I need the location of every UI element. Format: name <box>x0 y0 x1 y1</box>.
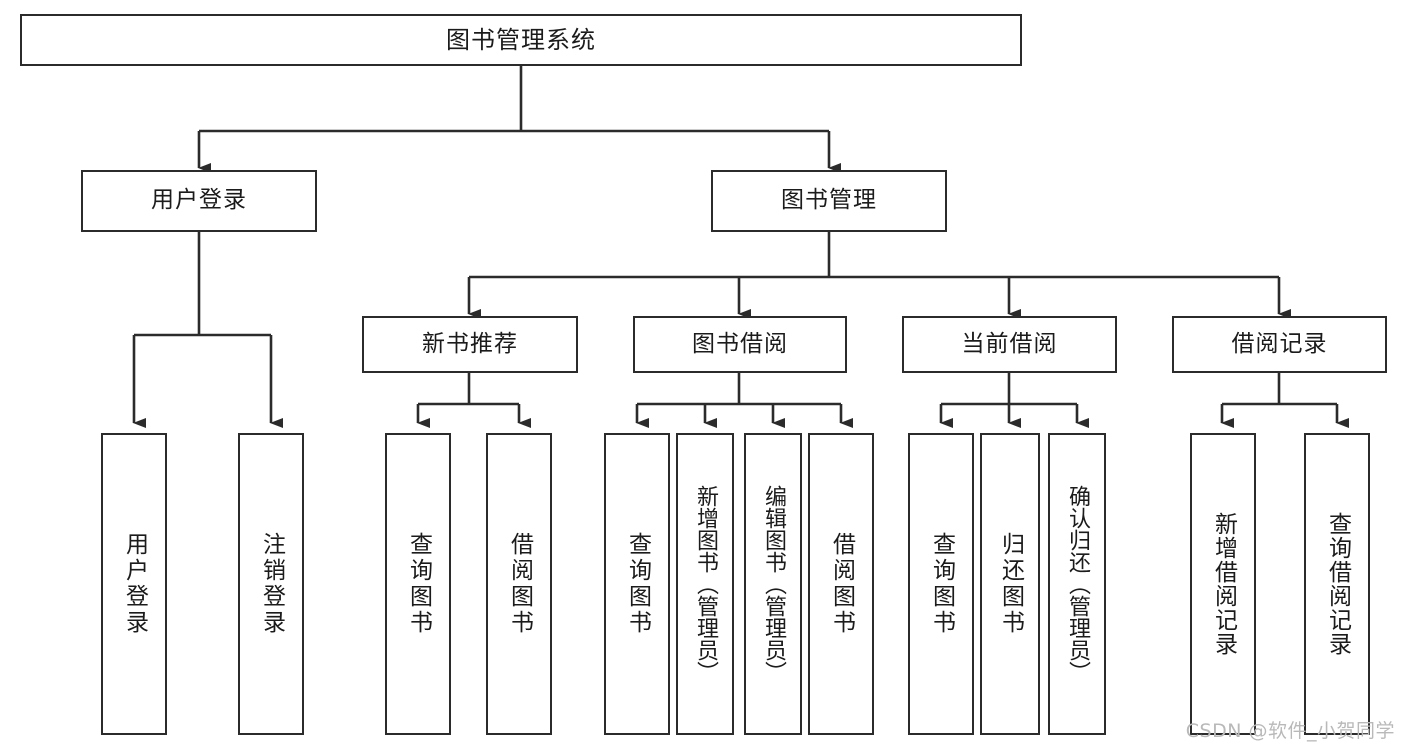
node-label: 用户登录 <box>151 187 247 214</box>
node-label: 新书推荐 <box>422 330 518 357</box>
node-label: 新增借阅记录 <box>1210 512 1237 656</box>
node-label: 借阅图书 <box>828 532 855 636</box>
node-new-book-recommend[interactable]: 新书推荐 <box>362 316 578 373</box>
node-label: 图书管理系统 <box>446 25 596 54</box>
leaf-confirm-return[interactable]: 确认归还（管理员） <box>1048 433 1106 735</box>
leaf-add-book[interactable]: 新增图书（管理员） <box>676 433 734 735</box>
node-label: 归还图书 <box>997 532 1024 636</box>
node-label: 当前借阅 <box>961 330 1058 357</box>
leaf-add-record[interactable]: 新增借阅记录 <box>1190 433 1256 735</box>
leaf-user-login[interactable]: 用户登录 <box>101 433 167 735</box>
leaf-user-logout[interactable]: 注销登录 <box>238 433 304 735</box>
node-label: 查询图书 <box>624 532 651 636</box>
node-label: 查询图书 <box>405 532 432 636</box>
node-label: 借阅图书 <box>506 532 533 636</box>
leaf-query-book-1[interactable]: 查询图书 <box>385 433 451 735</box>
node-label: 用户登录 <box>121 532 148 636</box>
leaf-query-record[interactable]: 查询借阅记录 <box>1304 433 1370 735</box>
node-label: 编辑图书（管理员） <box>761 485 786 683</box>
leaf-edit-book[interactable]: 编辑图书（管理员） <box>744 433 802 735</box>
node-label: 图书管理 <box>781 187 877 214</box>
leaf-borrow-book-2[interactable]: 借阅图书 <box>808 433 874 735</box>
leaf-query-book-3[interactable]: 查询图书 <box>908 433 974 735</box>
node-label: 新增图书（管理员） <box>693 485 718 683</box>
node-borrow-record[interactable]: 借阅记录 <box>1172 316 1387 373</box>
node-book-management[interactable]: 图书管理 <box>711 170 947 232</box>
node-label: 查询图书 <box>928 532 955 636</box>
node-label: 查询借阅记录 <box>1324 512 1351 656</box>
node-label: 图书借阅 <box>692 330 788 357</box>
node-label: 注销登录 <box>258 532 285 636</box>
node-label: 确认归还（管理员） <box>1065 485 1090 683</box>
node-user-login[interactable]: 用户登录 <box>81 170 317 232</box>
node-book-borrow[interactable]: 图书借阅 <box>633 316 847 373</box>
leaf-query-book-2[interactable]: 查询图书 <box>604 433 670 735</box>
leaf-return-book[interactable]: 归还图书 <box>980 433 1040 735</box>
node-current-borrow[interactable]: 当前借阅 <box>902 316 1117 373</box>
leaf-borrow-book-1[interactable]: 借阅图书 <box>486 433 552 735</box>
csdn-watermark: CSDN @软件_小贺同学 <box>1185 720 1395 742</box>
node-root-system[interactable]: 图书管理系统 <box>20 14 1022 66</box>
node-label: 借阅记录 <box>1231 330 1328 357</box>
